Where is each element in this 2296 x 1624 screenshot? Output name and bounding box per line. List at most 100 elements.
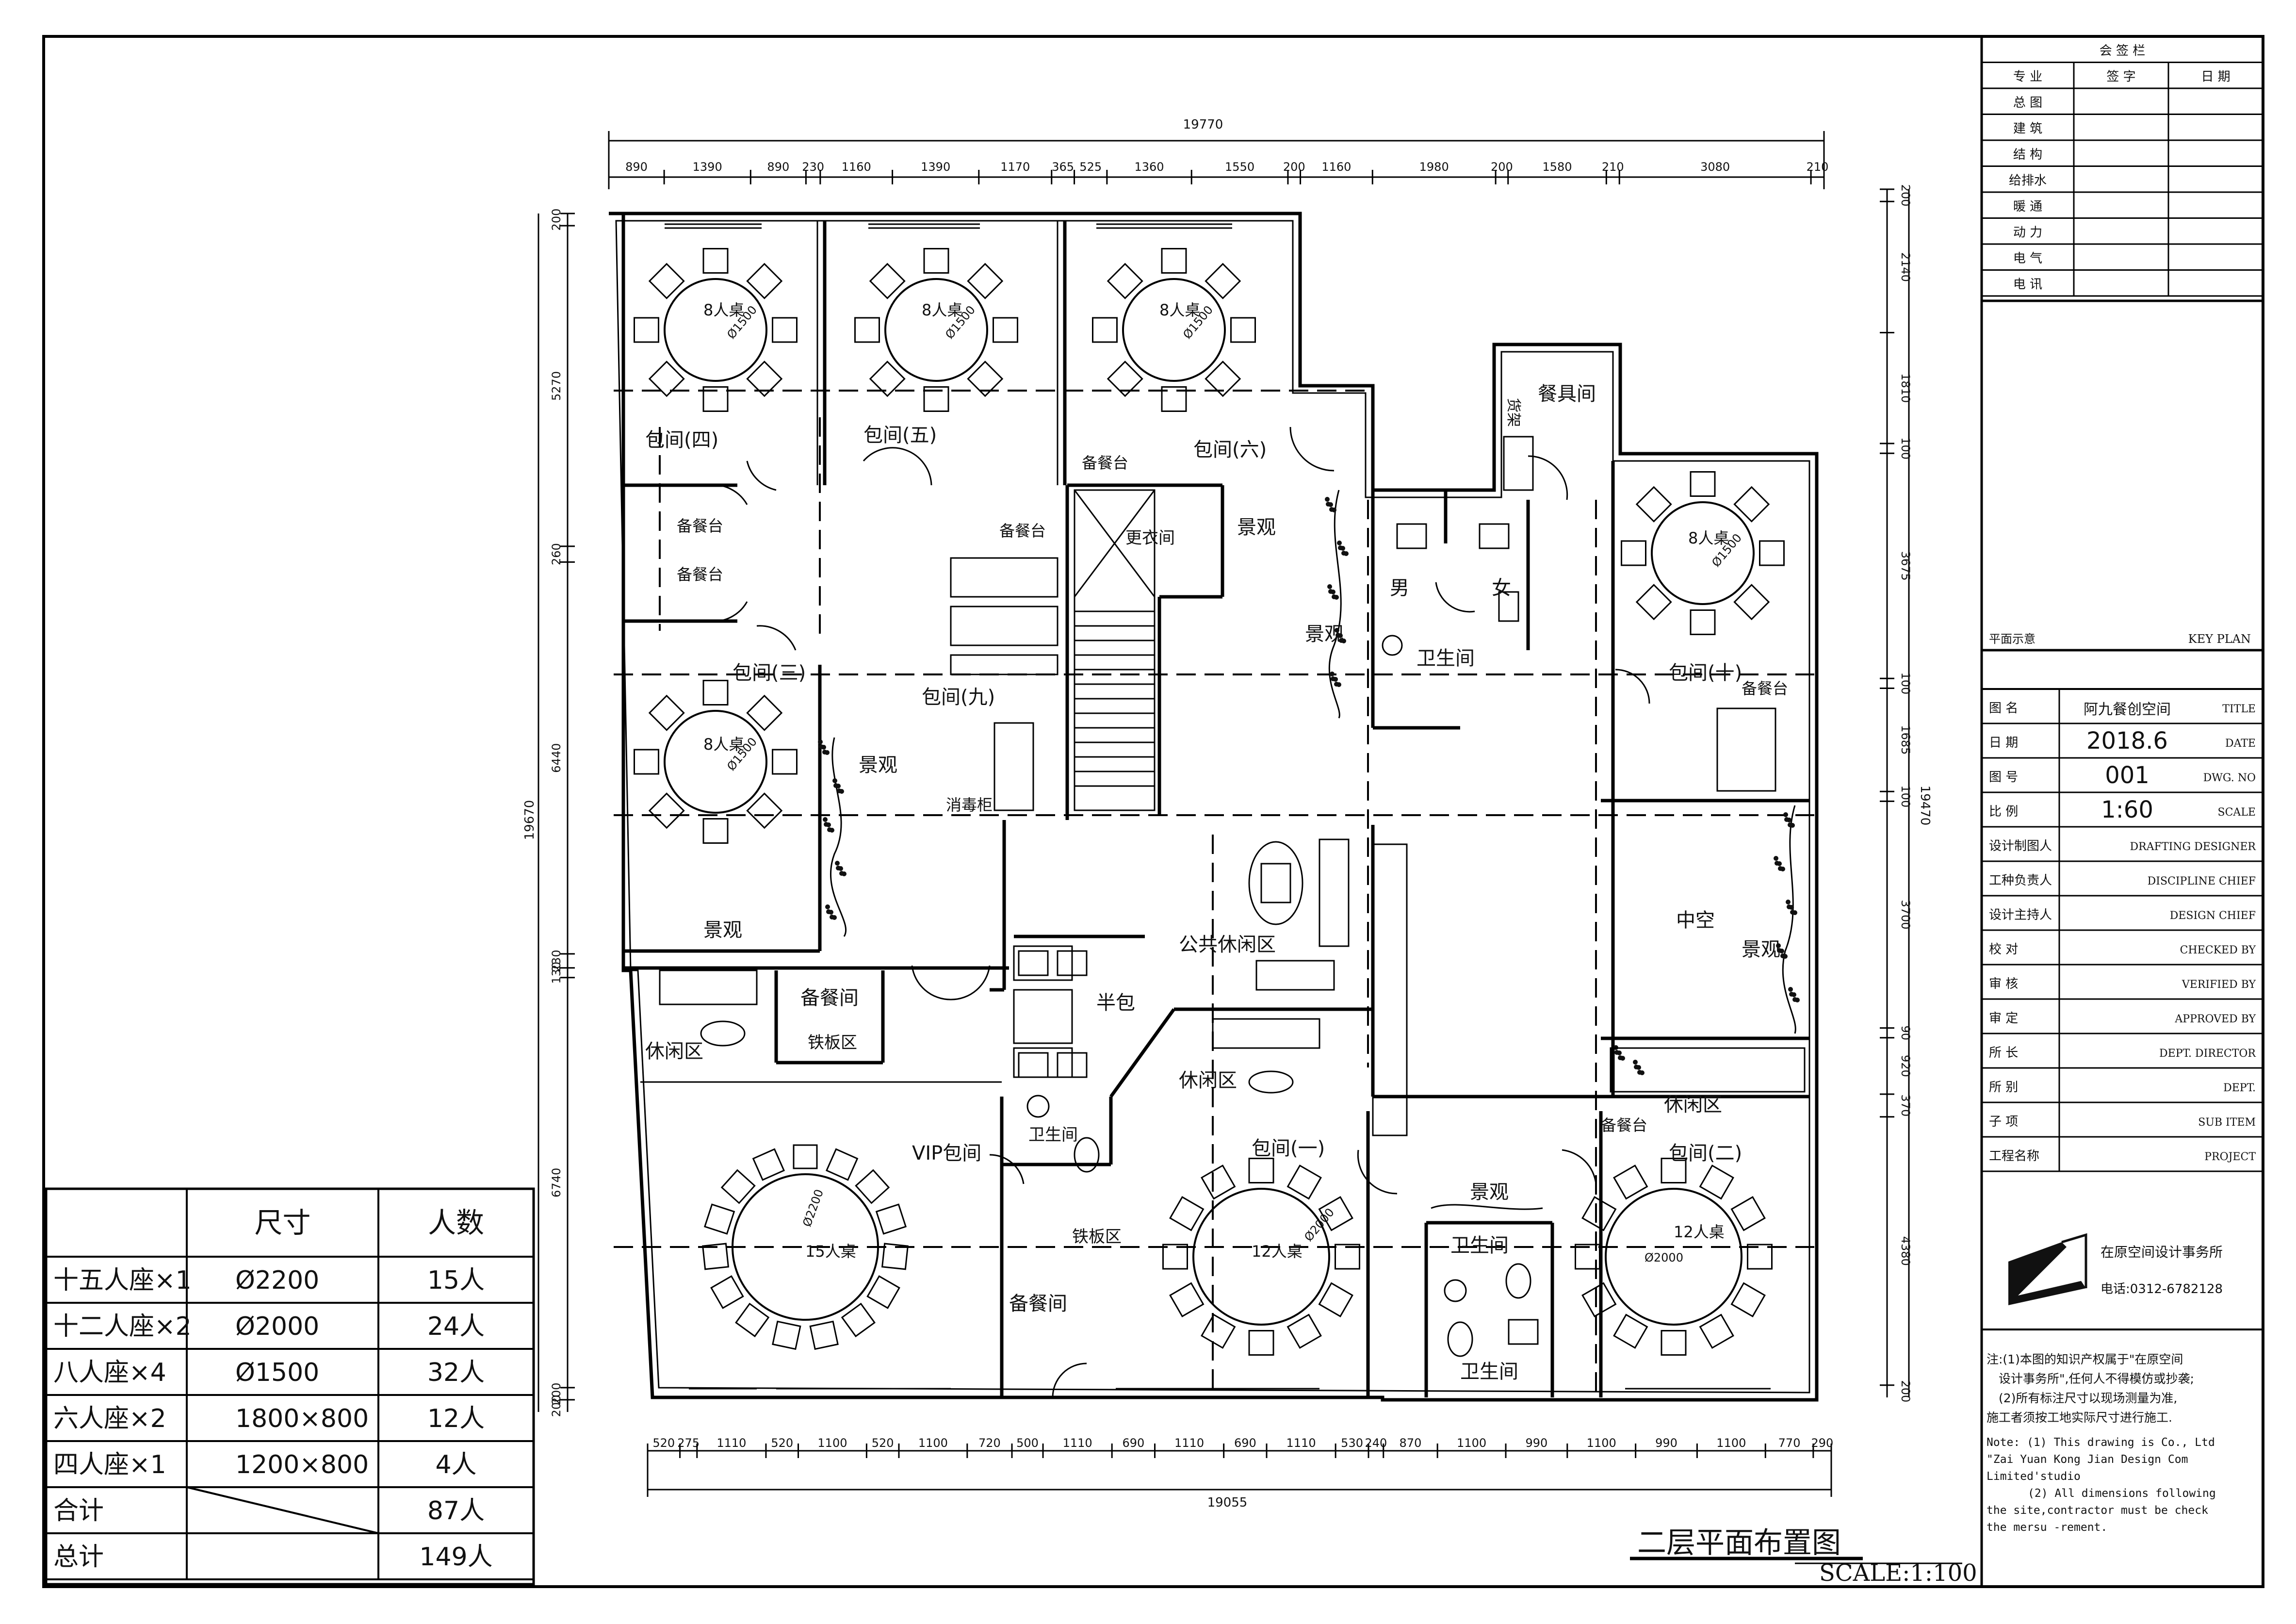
- title-block-value: 阿九餐创空间: [2084, 701, 2171, 718]
- label-landscape-d: 景观: [1237, 516, 1276, 539]
- chair: [809, 1320, 839, 1350]
- chair: [772, 1320, 801, 1350]
- seat-table-cell: 32人: [427, 1358, 485, 1387]
- dimension-value: 5270: [550, 371, 563, 401]
- dimension-value: 100: [1899, 785, 1912, 807]
- table-label-8-d: 8人桌: [703, 735, 744, 754]
- room-label-vip: VIP包间: [912, 1142, 981, 1165]
- dimension-value: 200: [550, 1395, 563, 1417]
- note-cn-3: (2)所有标注尺寸以现场测量为准,: [1999, 1391, 2177, 1405]
- label-male: 男: [1390, 577, 1409, 599]
- dimension-value: 870: [1400, 1436, 1422, 1450]
- plant-dot: [1330, 672, 1335, 676]
- chair: [1230, 317, 1256, 343]
- table-8-room-5: [854, 248, 1018, 412]
- seat-table-cell: 12人: [427, 1404, 485, 1433]
- seat-table-cell: 87人: [427, 1496, 485, 1526]
- dimension-value: 890: [625, 160, 648, 174]
- plant-dot: [823, 817, 828, 822]
- room-label-10: 包间(十): [1669, 662, 1742, 684]
- dining-tables: [634, 248, 1785, 1356]
- title-block-label: 子 项: [1989, 1115, 2018, 1129]
- label-female: 女: [1492, 577, 1511, 599]
- title-block-label: 审 核: [1989, 977, 2018, 991]
- room-labels: 包间(四) 包间(五) 包间(六) 包间(三) 包间(九) 包间(十) 包间(一…: [645, 383, 1788, 1383]
- label-landscape-a: 景观: [859, 754, 897, 776]
- dimension-value: 1980: [1419, 160, 1449, 174]
- sign-block-header: 日 期: [2201, 70, 2230, 84]
- title-block-en: DATE: [2225, 738, 2256, 750]
- dimension-value: 90: [1899, 1025, 1912, 1040]
- chair: [1169, 1196, 1205, 1231]
- title-block-label: 日 期: [1989, 736, 2018, 750]
- chair: [855, 1169, 890, 1204]
- seat-table-cell: 4人: [435, 1450, 476, 1479]
- chair: [1162, 1244, 1188, 1270]
- title-block-en: APPROVED BY: [2174, 1013, 2256, 1025]
- dimension-value: 3675: [1899, 551, 1912, 581]
- label-public-lounge: 公共休闲区: [1179, 934, 1276, 956]
- plant-dot: [1335, 628, 1339, 633]
- dimension-value: 100: [1899, 672, 1912, 694]
- chair: [648, 694, 685, 731]
- dimension-value: 1110: [1174, 1436, 1204, 1450]
- plant-dot: [824, 822, 829, 827]
- plant-dot: [835, 861, 840, 866]
- chair: [1335, 1244, 1360, 1270]
- doors: [708, 427, 1650, 1398]
- plant-dot: [833, 783, 838, 788]
- dimension-value: 990: [1525, 1436, 1547, 1450]
- seat-table-cell: 合计: [53, 1496, 104, 1526]
- chair: [746, 262, 783, 299]
- chair: [825, 1148, 859, 1181]
- table-label-12-a: 12人桌: [1252, 1242, 1303, 1261]
- plant-dot: [1784, 817, 1789, 822]
- dimension-value: 4380: [1899, 1236, 1912, 1266]
- title-block-label: 图 名: [1989, 701, 2018, 716]
- dimension-value: 210: [1807, 160, 1829, 174]
- dimension-value: 1160: [842, 160, 871, 174]
- chair: [923, 248, 949, 274]
- chair: [1201, 1165, 1236, 1200]
- chair: [1699, 1165, 1734, 1200]
- table-12-room-1: [1162, 1158, 1360, 1356]
- room-label-6: 包间(六): [1193, 439, 1267, 461]
- plant-dot: [1790, 910, 1795, 915]
- dimension-value: 1110: [1063, 1436, 1092, 1450]
- right-dimensions: [1886, 189, 1910, 1397]
- dimension-value: 1685: [1899, 725, 1912, 755]
- dimension-value: 6740: [550, 1168, 563, 1197]
- top-total-dimension: 19770: [1183, 117, 1223, 132]
- title-block-en: CHECKED BY: [2180, 944, 2256, 956]
- plant-dot: [1618, 1055, 1623, 1060]
- title-block-en: SCALE: [2218, 806, 2256, 819]
- chair: [1248, 1330, 1274, 1356]
- title-block-en: PROJECT: [2204, 1151, 2256, 1163]
- chair: [1205, 262, 1241, 299]
- chair: [793, 1144, 818, 1169]
- chair: [1581, 1282, 1617, 1317]
- title-block-en: DRAFTING DESIGNER: [2130, 841, 2257, 853]
- chair: [1621, 540, 1646, 566]
- dimension-value: 990: [1655, 1436, 1677, 1450]
- chair: [967, 262, 1004, 299]
- sign-block-discipline: 建 筑: [2013, 122, 2042, 136]
- seat-table-cell: 149人: [419, 1542, 492, 1572]
- plant-dot: [839, 871, 844, 876]
- sign-block: 会 签 栏专 业签 字日 期总 图建 筑结 构给排水暖 通动 力电 气电 讯: [1982, 44, 2263, 302]
- seat-table-cell: Ø2200: [235, 1266, 319, 1295]
- dimension-value: 200: [1491, 160, 1513, 174]
- sign-block-discipline: 结 构: [2013, 148, 2042, 162]
- chair: [746, 694, 783, 731]
- dimension-value: 3080: [1700, 160, 1730, 174]
- key-plan: 平面示意 KEY PLAN: [1982, 632, 2263, 652]
- plant-dot: [1614, 1050, 1619, 1055]
- drawing-frame: [42, 35, 2264, 1588]
- dimension-value: 365: [1052, 160, 1074, 174]
- plant-dot: [1775, 861, 1779, 866]
- plant-dot: [1338, 545, 1343, 550]
- seat-table-cell: 四人座×1: [53, 1450, 166, 1479]
- plant-dot: [822, 750, 827, 755]
- table-label-12-b: 12人桌: [1674, 1223, 1725, 1241]
- chair: [703, 1203, 735, 1235]
